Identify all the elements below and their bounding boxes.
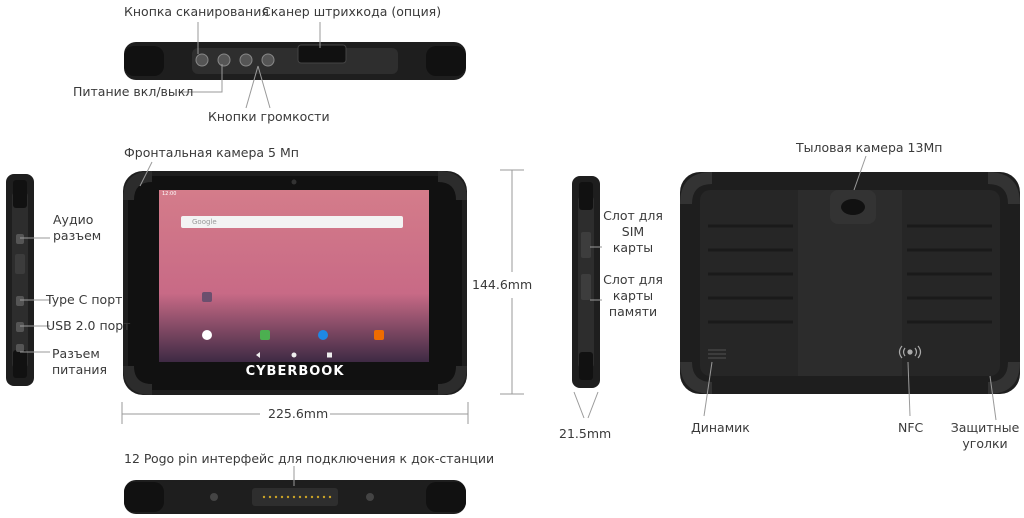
- memory-slot: [581, 274, 591, 300]
- search-placeholder: Google: [192, 218, 217, 226]
- sim-slot: [581, 232, 591, 258]
- label-mem-line3: памяти: [608, 304, 658, 319]
- label-corners-line1: Защитные: [950, 420, 1020, 435]
- barcode-scanner-window: [297, 44, 347, 64]
- dimension-depth: 21.5mm: [559, 426, 612, 441]
- label-corners-line2: уголки: [962, 436, 1008, 451]
- label-nfc: NFC: [898, 420, 924, 435]
- rear-camera-lens: [841, 199, 865, 215]
- label-rear-camera: Тыловая камера 13Мп: [796, 140, 943, 155]
- label-speaker: Динамик: [691, 420, 750, 435]
- label-power: Питание вкл/выкл: [73, 84, 194, 99]
- label-memory-slot: Слот для карты памяти: [600, 272, 666, 320]
- label-audio: Аудио разъем: [53, 212, 101, 244]
- top-edge-view: [124, 42, 466, 80]
- label-sim-line3: карты: [612, 240, 654, 255]
- label-sim-slot: Слот для SIM карты: [600, 208, 666, 256]
- label-typec: Type C порт: [46, 292, 123, 307]
- search-bar: [181, 216, 403, 228]
- label-dc: Разъем питания: [52, 346, 107, 378]
- brand-logo: CYBERBOOK: [245, 364, 345, 379]
- label-scan-button: Кнопка сканирования: [124, 4, 269, 19]
- pogo-pins: [262, 495, 332, 499]
- label-pogo-interface: 12 Pogo pin интерфейс для подключения к …: [124, 451, 495, 466]
- label-dc-line2: питания: [52, 362, 108, 377]
- nfc-symbol: [898, 345, 922, 359]
- label-barcode-scanner: Сканер штрихкода (опция): [262, 4, 442, 19]
- label-mem-line1: Слот для: [603, 272, 663, 287]
- label-audio-line2: разъем: [53, 228, 102, 243]
- bottom-edge-view: [124, 480, 466, 514]
- label-sim-line1: Слот для: [603, 208, 663, 223]
- label-corners: Защитные уголки: [950, 420, 1020, 452]
- label-usb: USB 2.0 порт: [46, 318, 131, 333]
- status-time: 12:00: [162, 191, 177, 197]
- speaker-grille: [708, 349, 726, 359]
- dimension-height: 144.6mm: [472, 277, 533, 292]
- dimension-width: 225.6mm: [268, 406, 329, 421]
- side-buttons: [195, 53, 275, 67]
- left-edge-view: [6, 174, 34, 386]
- label-front-camera: Фронтальная камера 5 Мп: [124, 145, 299, 160]
- tablet-back: [680, 172, 1020, 394]
- label-audio-line1: Аудио: [53, 212, 94, 227]
- label-volume: Кнопки громкости: [208, 109, 330, 124]
- tablet-front: Google 12:00 CYBERBOOK: [122, 170, 468, 396]
- right-edge-view: [572, 176, 600, 388]
- label-mem-line2: карты: [612, 288, 654, 303]
- label-dc-line1: Разъем: [52, 346, 100, 361]
- label-sim-line2: SIM: [621, 224, 645, 239]
